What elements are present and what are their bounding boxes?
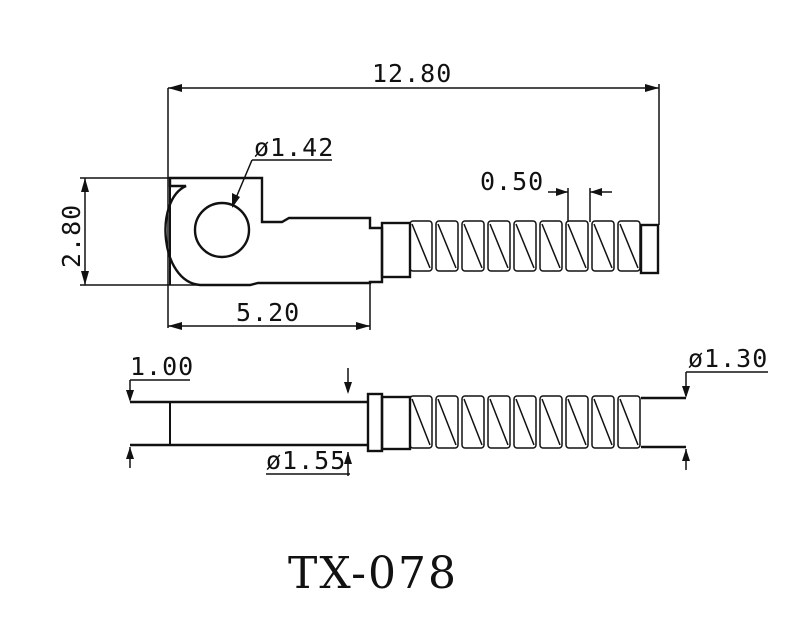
- dim-lug-height: 2.80: [57, 177, 200, 286]
- dim-lug-length: 5.20: [168, 284, 371, 330]
- dim-collar-diameter: ø1.55: [266, 368, 352, 476]
- dim-lug-height-label: 2.80: [57, 204, 86, 268]
- dim-total-length-label: 12.80: [372, 59, 452, 88]
- dim-side-offset: 1.00: [126, 352, 194, 468]
- part-number: TX-078: [288, 548, 458, 599]
- lug-hole: [193, 201, 251, 259]
- dim-hole-diameter: ø1.42: [232, 133, 334, 208]
- lug-outline: [164, 176, 384, 287]
- dim-total-length: 12.80: [167, 59, 660, 328]
- dim-hole-diameter-label: ø1.42: [254, 133, 334, 162]
- collar: [366, 392, 384, 453]
- coil-spring-top: [409, 220, 641, 272]
- dim-tip-diameter: ø1.30: [682, 344, 768, 470]
- dim-collar-diameter-label: ø1.55: [266, 446, 346, 475]
- dim-coil-pitch: 0.50: [480, 167, 612, 222]
- coil-spring-side: [409, 395, 641, 449]
- dim-side-offset-label: 1.00: [130, 352, 194, 381]
- shaft: [380, 221, 412, 279]
- dim-tip-diameter-label: ø1.30: [688, 344, 768, 373]
- top-view: [164, 176, 660, 287]
- tip: [639, 223, 660, 275]
- side-shaft: [380, 395, 412, 451]
- dim-coil-pitch-label: 0.50: [480, 167, 544, 196]
- dim-lug-length-label: 5.20: [236, 298, 300, 327]
- side-view: [130, 392, 686, 453]
